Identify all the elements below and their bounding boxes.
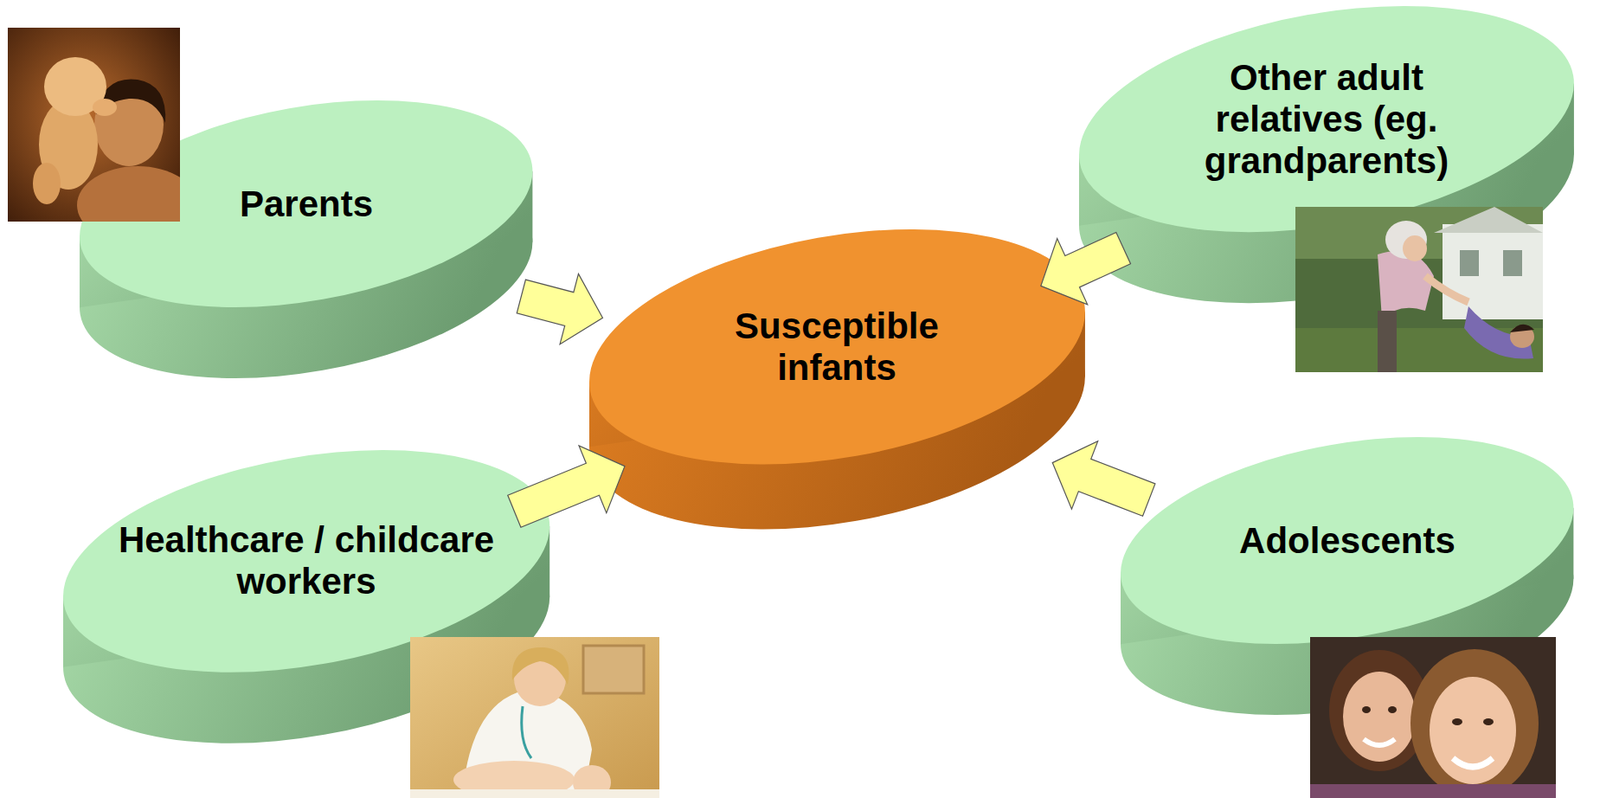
healthcare-worker-photo <box>410 636 660 798</box>
node-label: Parents <box>239 183 373 225</box>
cylinder-top <box>45 415 567 707</box>
parent-photo <box>7 27 180 222</box>
block-arrow <box>516 273 603 344</box>
block-arrow <box>1052 441 1156 516</box>
cylinder-top <box>570 194 1104 501</box>
source-cylinder: Adolescents <box>1117 433 1577 719</box>
adolescents-photo <box>1310 636 1556 798</box>
grandparent-photo <box>1295 206 1543 373</box>
label-holder: Healthcare / childcare workers <box>102 519 510 604</box>
node-label: Susceptible infants <box>706 305 967 390</box>
label-holder: Other adult relatives (eg. grandparents) <box>1153 57 1500 183</box>
label-holder: Parents <box>102 183 510 225</box>
source-cylinder: Healthcare / childcare workers <box>59 446 553 747</box>
label-holder: Adolescents <box>1143 520 1551 562</box>
source-cylinder: Parents <box>76 96 536 382</box>
cylinder-shape <box>1117 433 1577 719</box>
source-cylinder: Other adult relatives (eg. grandparents) <box>1075 2 1578 307</box>
target-cylinder: Susceptible infants <box>585 225 1089 533</box>
cylinder-top <box>1105 405 1591 677</box>
node-label: Adolescents <box>1239 520 1456 562</box>
cylinder-top <box>1061 0 1593 268</box>
node-label: Other adult relatives (eg. grandparents) <box>1153 57 1500 183</box>
label-holder: Susceptible infants <box>706 305 967 390</box>
cylinder-top <box>64 69 550 341</box>
cylinder-shape <box>76 96 536 382</box>
node-label: Healthcare / childcare workers <box>102 519 510 604</box>
